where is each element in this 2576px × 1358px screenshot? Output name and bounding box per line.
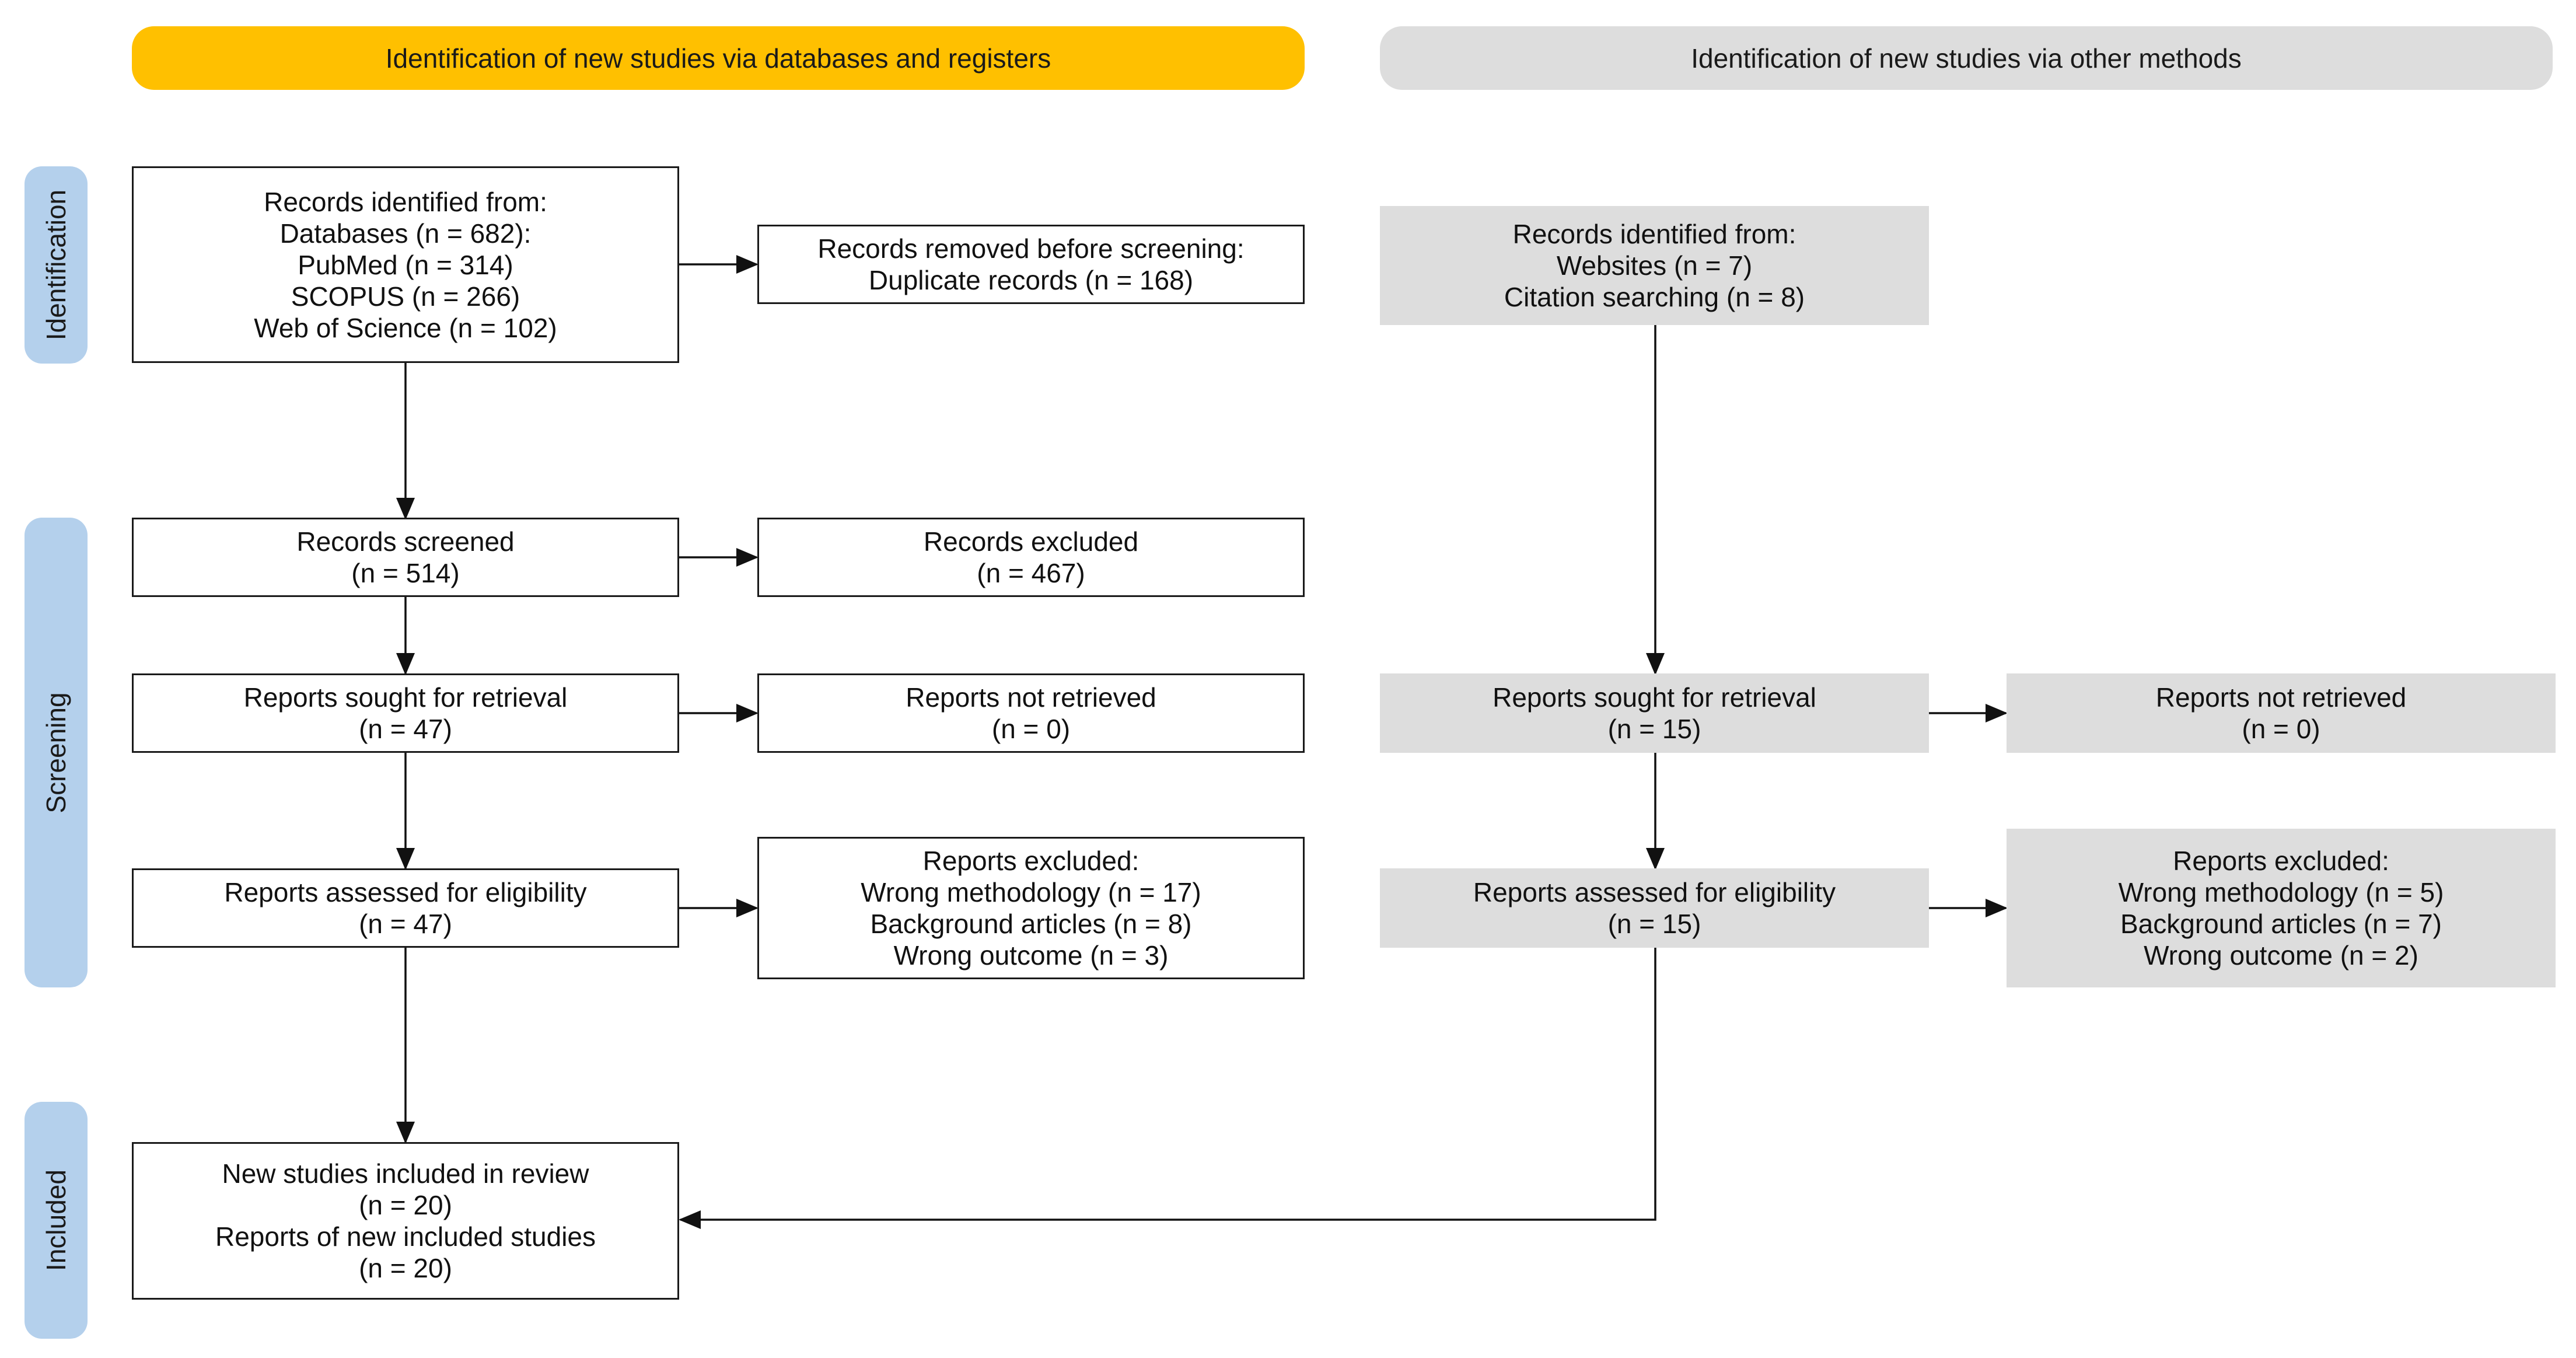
box-reports-excluded: Reports excluded: Wrong methodology (n =…: [757, 837, 1305, 979]
box-records-identified-databases: Records identified from: Databases (n = …: [132, 166, 679, 363]
box-other-reports-assessed: Reports assessed for eligibility (n = 15…: [1380, 868, 1929, 948]
box-text-line: Records screened: [296, 526, 515, 557]
box-reports-sought: Reports sought for retrieval (n = 47): [132, 673, 679, 753]
box-text-line: Reports assessed for eligibility: [224, 877, 587, 907]
box-other-reports-sought: Reports sought for retrieval (n = 15): [1380, 673, 1929, 753]
box-text-line: Wrong methodology (n = 5): [2118, 877, 2444, 907]
phase-identification: Identification: [25, 166, 88, 364]
box-records-screened: Records screened (n = 514): [132, 518, 679, 597]
box-text-line: Duplicate records (n = 168): [868, 265, 1194, 295]
box-other-reports-not-retrieved: Reports not retrieved (n = 0): [2007, 673, 2556, 753]
phase-included: Included: [25, 1102, 88, 1339]
box-text-line: Databases (n = 682):: [279, 218, 532, 249]
box-text-line: SCOPUS (n = 266): [291, 281, 520, 312]
box-text-line: (n = 20): [359, 1253, 452, 1283]
box-other-records-identified: Records identified from: Websites (n = 7…: [1380, 206, 1929, 325]
box-text-line: Wrong methodology (n = 17): [861, 877, 1201, 907]
box-text-line: Reports not retrieved: [2155, 682, 2407, 713]
box-text-line: (n = 47): [359, 909, 452, 939]
box-other-reports-excluded: Reports excluded: Wrong methodology (n =…: [2007, 829, 2556, 987]
box-records-removed: Records removed before screening: Duplic…: [757, 225, 1305, 304]
header-other-methods-label: Identification of new studies via other …: [1691, 43, 2242, 74]
box-text-line: Reports sought for retrieval: [243, 682, 568, 713]
box-text-line: Background articles (n = 7): [2120, 909, 2442, 939]
box-text-line: Reports not retrieved: [906, 682, 1156, 713]
box-text-line: Websites (n = 7): [1556, 250, 1753, 281]
box-records-excluded: Records excluded (n = 467): [757, 518, 1305, 597]
header-databases-registers-label: Identification of new studies via databa…: [385, 43, 1051, 74]
box-text-line: Records excluded: [923, 526, 1139, 557]
box-text-line: (n = 15): [1607, 909, 1701, 939]
box-text-line: Background articles (n = 8): [870, 909, 1192, 939]
box-text-line: Citation searching (n = 8): [1504, 282, 1805, 312]
box-text-line: Reports of new included studies: [215, 1221, 596, 1252]
box-text-line: (n = 0): [991, 714, 1071, 744]
box-text-line: Reports assessed for eligibility: [1473, 877, 1836, 907]
box-reports-assessed: Reports assessed for eligibility (n = 47…: [132, 868, 679, 948]
header-other-methods: Identification of new studies via other …: [1380, 26, 2553, 90]
header-databases-registers: Identification of new studies via databa…: [132, 26, 1305, 90]
box-text-line: PubMed (n = 314): [298, 249, 513, 280]
box-text-line: Wrong outcome (n = 3): [893, 940, 1169, 971]
box-text-line: Web of Science (n = 102): [254, 312, 557, 343]
box-text-line: Wrong outcome (n = 2): [2144, 940, 2418, 971]
box-text-line: Reports excluded:: [922, 846, 1140, 876]
box-text-line: Reports excluded:: [2173, 846, 2389, 876]
box-text-line: Reports sought for retrieval: [1493, 682, 1816, 713]
box-text-line: Records removed before screening:: [817, 233, 1245, 264]
arrow-other-assessed-to-included: [680, 948, 1656, 1221]
box-text-line: (n = 467): [977, 558, 1085, 588]
box-text-line: (n = 47): [359, 714, 452, 744]
box-text-line: Records identified from:: [1512, 219, 1796, 249]
box-text-line: (n = 20): [359, 1190, 452, 1220]
box-studies-included: New studies included in review (n = 20) …: [132, 1142, 679, 1300]
box-text-line: New studies included in review: [222, 1158, 589, 1189]
box-reports-not-retrieved: Reports not retrieved (n = 0): [757, 673, 1305, 753]
phase-screening: Screening: [25, 518, 88, 987]
box-text-line: (n = 514): [351, 558, 460, 588]
box-text-line: Records identified from:: [264, 186, 547, 217]
box-text-line: (n = 15): [1607, 714, 1701, 744]
box-text-line: (n = 0): [2242, 714, 2320, 744]
